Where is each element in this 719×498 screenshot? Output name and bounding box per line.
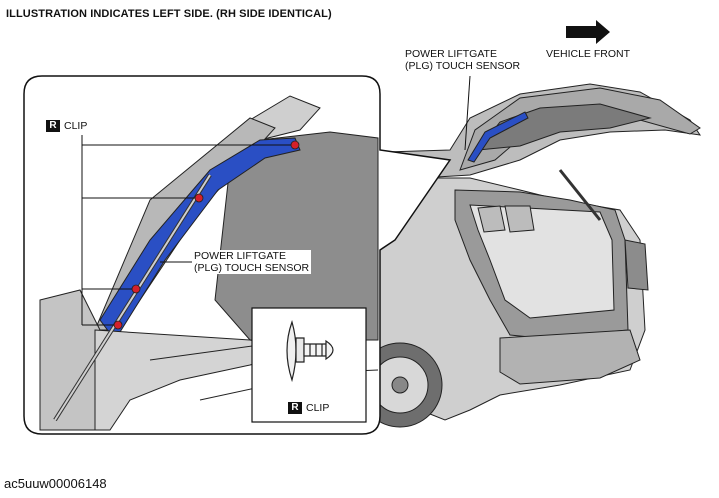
vehicle-illustration bbox=[357, 83, 702, 428]
clip-marker bbox=[131, 284, 141, 294]
clip-label: R CLIP bbox=[46, 120, 88, 133]
clip-marker bbox=[290, 140, 300, 150]
sensor-label-detail: POWER LIFTGATE (PLG) TOUCH SENSOR bbox=[192, 250, 312, 274]
clip-inset-box bbox=[251, 307, 367, 423]
clip-r-mark: R bbox=[46, 120, 60, 133]
sensor-label-top-line2: (PLG) TOUCH SENSOR bbox=[405, 60, 521, 72]
clip-leaders bbox=[81, 135, 291, 326]
clip-drawing bbox=[286, 320, 334, 383]
clip-marker bbox=[194, 193, 204, 203]
vehicle-front-label: VEHICLE FRONT bbox=[546, 48, 631, 60]
arrow-right-icon bbox=[566, 20, 610, 44]
clip-inset-r-mark: R bbox=[288, 402, 302, 415]
leader-sensor-top bbox=[464, 75, 471, 151]
clip-label-text: CLIP bbox=[64, 120, 88, 132]
sensor-label-detail-line1: POWER LIFTGATE bbox=[194, 250, 286, 262]
clip-inset-label: R CLIP bbox=[288, 402, 330, 415]
clip-inset-label-text: CLIP bbox=[306, 402, 330, 414]
sensor-label-detail-line2: (PLG) TOUCH SENSOR bbox=[194, 262, 310, 274]
figure-id: ac5uuw00006148 bbox=[4, 476, 107, 491]
sensor-label-top-line1: POWER LIFTGATE bbox=[405, 48, 497, 60]
clip-marker bbox=[113, 320, 123, 330]
header-note: ILLUSTRATION INDICATES LEFT SIDE. (RH SI… bbox=[6, 8, 332, 20]
sensor-label-top: POWER LIFTGATE (PLG) TOUCH SENSOR bbox=[405, 48, 520, 72]
